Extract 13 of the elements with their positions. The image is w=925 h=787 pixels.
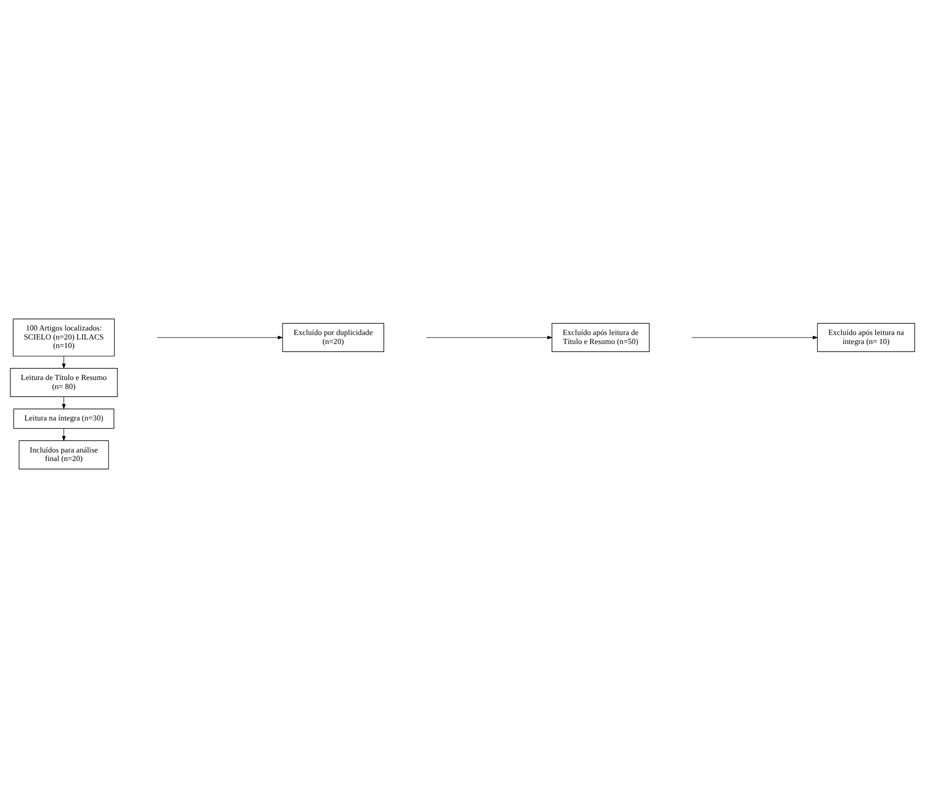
- arrow: [156, 335, 283, 339]
- node-box: Leitura de Título e Resumo (n= 80): [10, 368, 118, 396]
- arrow: [62, 428, 66, 440]
- arrow: [62, 396, 66, 408]
- arrow: [426, 335, 552, 339]
- arrow: [62, 355, 66, 368]
- node-box: Excluído após leitura de Título e Resumo (n=50): [552, 322, 650, 352]
- arrow: [692, 335, 818, 339]
- node-box: Incluídos para análise final (n=20): [18, 440, 109, 469]
- node-box: 100 Artigos localizados: SCIELO (n=20) LILACS (n=10): [12, 318, 115, 356]
- node-box: Excluído após leitura na íntegra (n= 10): [817, 322, 916, 352]
- node-box: Leitura na íntegra (n=30): [13, 408, 114, 428]
- node-box: Excluído por duplicidade (n=20): [282, 322, 384, 352]
